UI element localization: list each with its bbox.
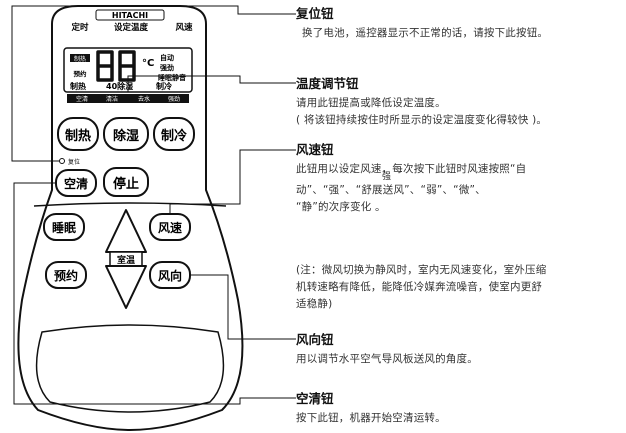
annotation-title: 复位钮 bbox=[296, 6, 334, 21]
annotation-line: 换了电池，遥控器显示不正常的话，请按下此按钮。 bbox=[302, 27, 549, 39]
lcd-timer-tag: 预约 bbox=[74, 69, 88, 78]
stop-button-label: 停止 bbox=[113, 176, 139, 192]
label-timer: 定时 bbox=[70, 22, 89, 33]
lcd-tag-2: 清洁 bbox=[106, 95, 118, 103]
cool-button-label: 制冷 bbox=[161, 128, 187, 144]
annotation-line: (注：微风切换为静风时，室内无风速变化，室外压缩 bbox=[296, 264, 547, 276]
annotation-title: 温度调节钮 bbox=[296, 76, 359, 91]
stop-button[interactable]: 停止 bbox=[103, 167, 149, 197]
temp-down-button[interactable] bbox=[105, 265, 147, 309]
lcd-quiet: 睡眠 bbox=[158, 73, 172, 82]
annotation-note: (注：微风切换为静风时，室内无风速变化，室外压缩 机转速略有降低，能降低冷媒奔流… bbox=[296, 262, 624, 313]
clean-button[interactable]: 空清 bbox=[55, 169, 97, 197]
annotation-line: 机转速略有降低，能降低冷媒奔流噪音，使室内更舒 bbox=[296, 281, 543, 293]
sleep-button[interactable]: 睡眠 bbox=[43, 213, 85, 241]
label-fan-speed: 风速 bbox=[175, 22, 193, 33]
dehum-button[interactable]: 除湿 bbox=[103, 117, 149, 151]
annotation-line: 请用此钮提高或降低设定温度。 bbox=[296, 97, 446, 109]
lcd-mode-cool: 制冷 bbox=[156, 81, 172, 91]
annotation-title: 风速钮 bbox=[296, 142, 334, 157]
lcd-auto: 自动 bbox=[160, 53, 174, 62]
lcd-mode-heat: 制热 bbox=[70, 81, 86, 91]
louver-button-label: 风向 bbox=[158, 268, 182, 283]
timer-button-label: 预约 bbox=[54, 268, 78, 283]
reset-label: 复位 bbox=[68, 158, 80, 166]
timer-button[interactable]: 预约 bbox=[45, 261, 87, 289]
lcd-digits bbox=[96, 50, 136, 82]
leader-lines bbox=[11, 5, 296, 405]
lcd-strong: 强劲 bbox=[160, 63, 174, 72]
fan-speed-button[interactable]: 风速 bbox=[149, 213, 191, 241]
annotation-line: “静”的次序变化 。 bbox=[296, 201, 386, 213]
lcd-tag-4: 强劲 bbox=[168, 95, 180, 103]
heat-button-label: 制热 bbox=[65, 128, 91, 144]
annotation-line: 按下此钮，机器开始空清运转。 bbox=[296, 412, 446, 424]
lcd-tag-1: 空清 bbox=[76, 95, 88, 103]
lcd-silent: 静音 bbox=[172, 73, 186, 82]
annotation-title: 风向钮 bbox=[296, 332, 334, 347]
fan-speed-button-label: 风速 bbox=[158, 220, 182, 235]
annotation-louver: 风向钮 用以调节水平空气导风板送风的角度。 bbox=[296, 332, 624, 368]
brand-logo: HITACHI bbox=[112, 11, 148, 20]
dehum-button-label: 除湿 bbox=[113, 128, 139, 144]
annotation-reset: 复位钮 换了电池，遥控器显示不正常的话，请按下此按钮。 bbox=[296, 6, 624, 42]
sleep-button-label: 睡眠 bbox=[52, 220, 76, 235]
battery-cover bbox=[35, 324, 225, 413]
annotation-line: 用以调节水平空气导风板送风的角度。 bbox=[296, 353, 478, 365]
lcd-heat-tag: 制热 bbox=[74, 55, 86, 63]
annotation-line: 适稳静) bbox=[296, 298, 333, 310]
annotation-title: 空清钮 bbox=[296, 391, 334, 406]
lcd-mode-dehum: 40除湿 bbox=[106, 81, 133, 91]
temp-label: 室温 bbox=[117, 254, 135, 266]
label-set-temp: 设定温度 bbox=[114, 22, 149, 33]
reset-button[interactable] bbox=[59, 158, 65, 164]
clean-button-label: 空清 bbox=[64, 176, 88, 191]
degree-c-icon: °C bbox=[142, 58, 154, 69]
louver-button[interactable]: 风向 bbox=[149, 261, 191, 289]
body-divider bbox=[33, 202, 227, 207]
annotation-line: 动”、“强”、“舒展送风”、“弱”、“微”、 bbox=[296, 184, 486, 196]
annotation-fan-speed: 风速钮 此钮用以设定风速，每次按下此钮时风速按照“自 强 动”、“强”、“舒展送… bbox=[296, 142, 624, 216]
cool-button[interactable]: 制冷 bbox=[153, 117, 195, 151]
annotation-superscript: 强 bbox=[382, 172, 392, 182]
annotation-temperature: 温度调节钮 请用此钮提高或降低设定温度。 ( 将该钮持续按住时所显示的设定温度变… bbox=[296, 76, 624, 129]
heat-button[interactable]: 制热 bbox=[57, 117, 99, 151]
lcd-tag-3: 去水 bbox=[138, 95, 150, 103]
annotation-clean: 空清钮 按下此钮，机器开始空清运转。 bbox=[296, 391, 624, 427]
annotation-line: ( 将该钮持续按住时所显示的设定温度变化得较快 )。 bbox=[296, 114, 548, 126]
annotation-line: 此钮用以设定风速，每次按下此钮时风速按照“自 bbox=[296, 163, 527, 175]
